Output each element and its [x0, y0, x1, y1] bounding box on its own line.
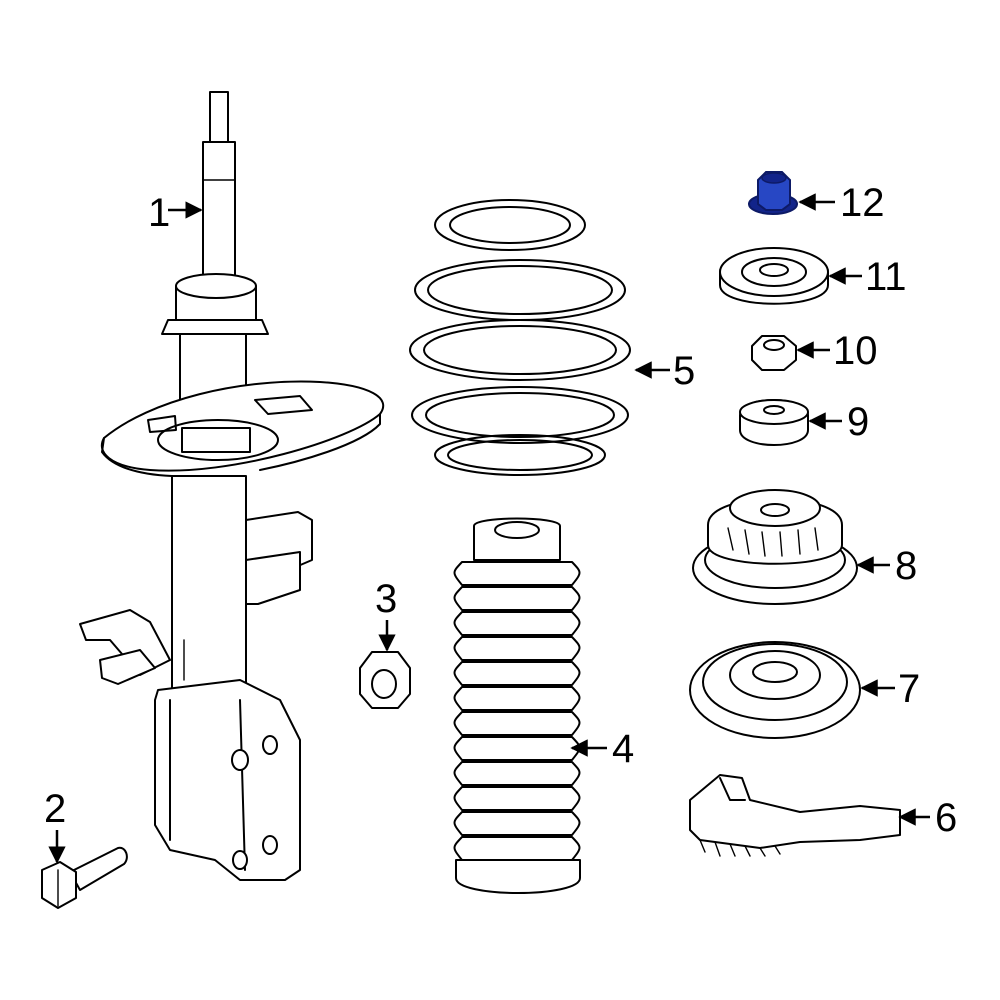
callout-label-3[interactable]: 3 — [375, 577, 397, 621]
callout-label-6[interactable]: 6 — [935, 796, 957, 840]
callout-label-5[interactable]: 5 — [673, 349, 695, 393]
bellows-rib — [453, 636, 581, 661]
bellows-rib — [453, 786, 581, 811]
bellows-rib — [453, 686, 581, 711]
callout-label-7[interactable]: 7 — [898, 667, 920, 711]
bellows-rib — [453, 586, 581, 611]
highlighted-flange-nut[interactable] — [748, 171, 798, 215]
spring-seat-lower[interactable] — [689, 774, 901, 857]
hex-nut[interactable] — [751, 335, 797, 371]
bellows-rib — [453, 711, 581, 736]
bolt[interactable] — [41, 846, 128, 909]
bellows-rib — [453, 661, 581, 686]
bellows-rib — [453, 836, 581, 861]
callout-label-4[interactable]: 4 — [612, 727, 634, 771]
callout-label-9[interactable]: 9 — [847, 400, 869, 444]
bellows-rib — [453, 611, 581, 636]
callout-labels: 1 2 3 4 5 6 7 8 9 10 11 12 — [44, 181, 957, 840]
coil-spring[interactable] — [409, 199, 631, 476]
bellows-rib — [453, 811, 581, 836]
strut-mount[interactable] — [692, 489, 858, 605]
flange-nut[interactable] — [359, 651, 411, 709]
callout-label-11[interactable]: 11 — [865, 255, 907, 299]
callout-arrows — [48, 193, 930, 864]
washer[interactable] — [719, 247, 829, 305]
callout-label-8[interactable]: 8 — [895, 544, 917, 588]
bellows-rib — [453, 561, 581, 586]
callout-label-12[interactable]: 12 — [840, 181, 885, 225]
dust-boot[interactable] — [453, 517, 581, 894]
callout-label-10[interactable]: 10 — [833, 329, 878, 373]
callout-label-1[interactable]: 1 — [148, 191, 170, 235]
bellows-rib — [453, 736, 581, 761]
upper-spring-seat[interactable] — [689, 641, 861, 739]
bushing[interactable] — [739, 399, 809, 446]
callout-label-2[interactable]: 2 — [44, 787, 66, 831]
strut-assembly[interactable] — [79, 91, 385, 881]
bellows-rib — [453, 761, 581, 786]
